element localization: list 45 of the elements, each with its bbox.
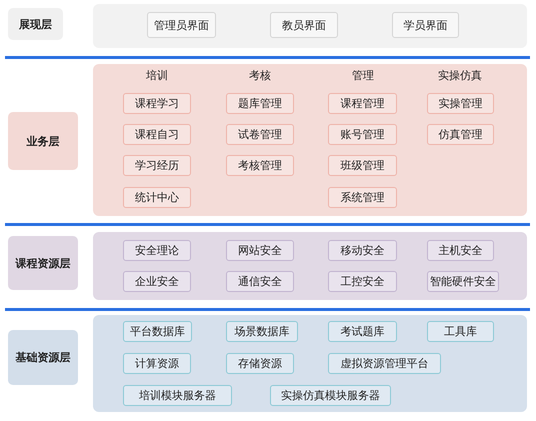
module-box: 实操管理	[427, 93, 494, 114]
module-box: 计算资源	[123, 353, 191, 374]
module-box: 考核管理	[226, 155, 294, 176]
column-heading: 考核	[249, 68, 271, 83]
module-box: 智能硬件安全	[427, 271, 499, 292]
module-box: 课程学习	[123, 93, 191, 114]
module-box: 主机安全	[427, 240, 494, 261]
layer-panel	[93, 4, 527, 48]
module-box: 工控安全	[328, 271, 397, 292]
layer-label-box: 业务层	[8, 112, 78, 170]
module-box: 班级管理	[328, 155, 397, 176]
layer-label-box: 展现层	[8, 8, 63, 40]
module-box: 虚拟资源管理平台	[328, 353, 441, 374]
column-heading: 管理	[352, 68, 374, 83]
module-box: 企业安全	[123, 271, 191, 292]
module-box: 账号管理	[328, 124, 397, 145]
module-box: 存储资源	[226, 353, 294, 374]
column-heading: 培训	[146, 68, 168, 83]
module-box: 通信安全	[226, 271, 294, 292]
module-box: 场景数据库	[226, 321, 298, 342]
module-box: 工具库	[427, 321, 494, 342]
module-box: 题库管理	[226, 93, 294, 114]
layer-label-box: 课程资源层	[8, 236, 78, 290]
module-box: 课程自习	[123, 124, 191, 145]
module-box: 学员界面	[392, 12, 459, 38]
module-box: 考试题库	[328, 321, 397, 342]
module-box: 统计中心	[123, 187, 191, 208]
module-box: 管理员界面	[147, 12, 216, 38]
module-box: 网站安全	[226, 240, 294, 261]
module-box: 实操仿真模块服务器	[270, 385, 391, 406]
module-box: 移动安全	[328, 240, 397, 261]
module-box: 平台数据库	[123, 321, 192, 342]
module-box: 系统管理	[328, 187, 397, 208]
module-box: 安全理论	[123, 240, 191, 261]
module-box: 试卷管理	[226, 124, 294, 145]
module-box: 教员界面	[270, 12, 338, 38]
module-box: 课程管理	[328, 93, 397, 114]
layer-panel	[93, 315, 527, 412]
layer-label-box: 基础资源层	[8, 330, 78, 385]
layer-panel	[93, 64, 527, 216]
module-box: 学习经历	[123, 155, 191, 176]
module-box: 仿真管理	[427, 124, 494, 145]
layer-panel	[93, 232, 527, 300]
column-heading: 实操仿真	[438, 68, 482, 83]
module-box: 培训模块服务器	[123, 385, 232, 406]
